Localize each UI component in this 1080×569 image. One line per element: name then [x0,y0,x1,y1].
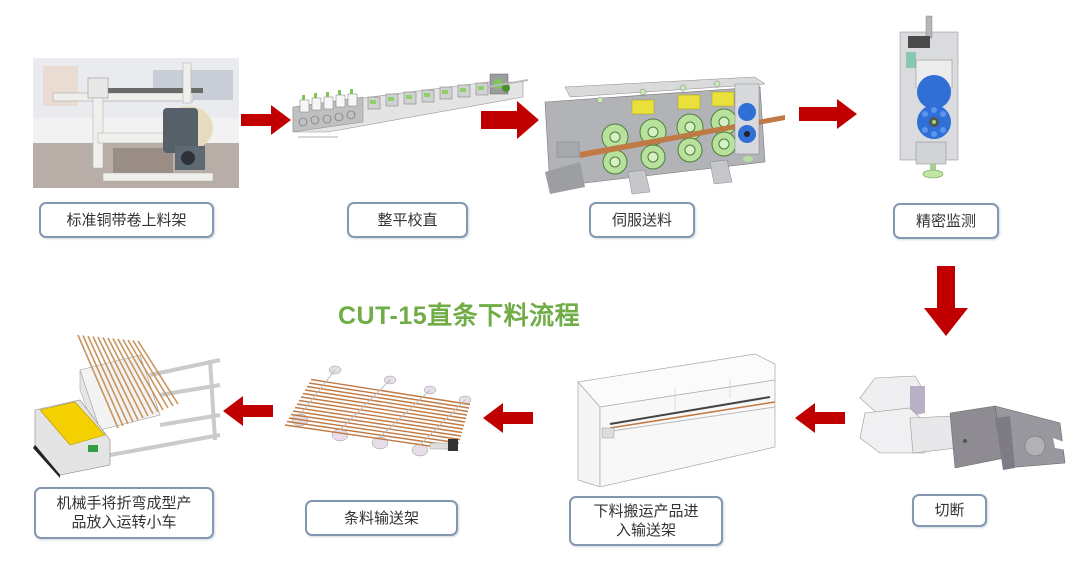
arrow-right-icon [799,99,857,129]
step-label-coil-feeding: 标准铜带卷上料架 [39,202,214,238]
copper-strip [77,334,119,429]
arrow-right-icon [241,105,291,135]
step-label-text-line2: 入输送架 [615,521,676,539]
step-label-text: 标准铜带卷上料架 [66,210,187,229]
coil-feeding-rack-photo [33,58,239,188]
step-label-text: 整平校直 [377,210,438,229]
arrow-left-icon [795,403,845,433]
cutting-unit [855,368,1070,480]
copper-strip [304,389,468,416]
precision-monitoring-unit [890,14,970,184]
unloading-transfer-unit [570,352,782,487]
robot-agv-cart [30,330,225,480]
copper-strip [122,339,164,411]
copper-strip [302,392,467,420]
copper-strip [290,413,461,441]
servo-feeding-unit [540,62,790,197]
copper-strip [310,378,471,406]
copper-strip [127,339,169,409]
leveling-straightening-machine [288,62,528,152]
arrow-down-icon [924,266,968,336]
copper-strip [286,420,459,448]
step-label-text: 伺服送料 [611,210,672,229]
copper-strip [284,424,458,451]
arrow-left-icon [483,403,533,433]
process-title: CUT-15直条下料流程 [338,302,581,330]
strip-conveyor-rack [280,355,480,465]
step-label-text-line1: 机械手将折弯成型产 [56,494,192,512]
step-label-unloading-transfer: 下料搬运产品进 入输送架 [569,496,723,546]
copper-strip [296,403,464,430]
copper-strip [102,337,144,419]
copper-strip [137,340,179,405]
step-label-strip-conveyor: 条料输送架 [305,500,458,536]
step-label-text: 精密监测 [915,211,976,230]
step-label-text: 切断 [934,501,965,519]
copper-strip [306,385,469,413]
arrow-left-icon [223,396,273,426]
step-label-servo-feeding: 伺服送料 [589,202,695,238]
step-label-text-line2: 品放入运转小车 [71,513,177,531]
step-label-precision-monitoring: 精密监测 [893,203,999,239]
copper-strip [87,335,129,425]
step-label-leveling: 整平校直 [347,202,468,238]
copper-strip [97,336,139,421]
copper-strip [112,338,154,415]
copper-strip [107,337,149,417]
copper-strip [117,338,159,413]
copper-strip [82,335,124,427]
copper-strip [132,340,174,407]
step-label-robot-agv: 机械手将折弯成型产 品放入运转小车 [34,487,214,539]
arrow-right-icon [481,101,539,139]
copper-strip [298,399,465,427]
copper-strip [308,382,470,409]
step-label-cutting: 切断 [912,494,987,527]
copper-strip [292,410,462,437]
copper-strip [288,417,460,444]
step-label-text-line1: 下料搬运产品进 [593,502,699,520]
copper-strip [294,406,463,434]
step-label-text: 条料输送架 [343,508,419,527]
copper-strip [300,396,466,423]
copper-strip [92,336,134,423]
